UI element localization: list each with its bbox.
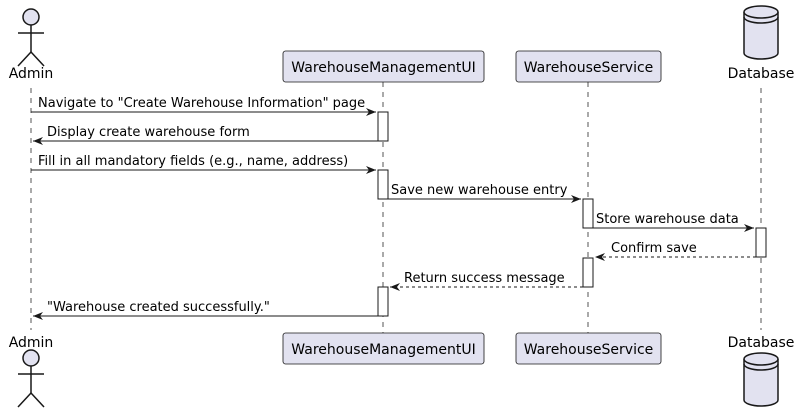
message-label: Return success message <box>404 271 565 286</box>
activations <box>377 111 767 317</box>
message-label: "Warehouse created successfully." <box>47 300 270 315</box>
message-label: Navigate to "Create Warehouse Informatio… <box>38 96 365 111</box>
activation-database-1 <box>755 227 767 258</box>
participant-label-service-top: WarehouseService <box>524 60 654 76</box>
lifelines <box>30 82 762 333</box>
participant-box-ui-bottom <box>282 332 485 365</box>
participant-label-admin-top: Admin <box>9 66 54 82</box>
message-label: Save new warehouse entry <box>391 183 568 198</box>
participant-box-service-bottom <box>515 332 662 365</box>
participant-box-ui-top <box>282 50 485 83</box>
activation-ui-2 <box>377 169 389 200</box>
participant-label-database-bottom: Database <box>728 335 795 351</box>
participant-label-service-bottom: WarehouseService <box>524 342 654 358</box>
message-label: Store warehouse data <box>596 212 739 227</box>
participant-label-database-top: Database <box>728 66 795 82</box>
participant-label-ui-top: WarehouseManagementUI <box>291 60 475 76</box>
participants-top: Admin WarehouseManagementUI WarehouseSer… <box>9 5 795 83</box>
participant-label-admin-bottom: Admin <box>9 335 54 351</box>
participant-label-ui-bottom: WarehouseManagementUI <box>291 342 475 358</box>
activation-ui-3 <box>377 286 389 317</box>
participants-bottom: Admin WarehouseManagementUI WarehouseSer… <box>9 332 795 408</box>
actor-icon <box>17 8 45 67</box>
activation-service-1 <box>582 198 594 229</box>
message-label: Confirm save <box>611 241 697 256</box>
activation-ui-1 <box>377 111 389 142</box>
message-label: Display create warehouse form <box>47 125 250 140</box>
message-label: Fill in all mandatory fields (e.g., name… <box>38 154 348 169</box>
messages: Navigate to "Create Warehouse Informatio… <box>31 96 756 320</box>
participant-box-service-top <box>515 50 662 83</box>
actor-icon <box>17 349 45 408</box>
database-icon <box>743 5 779 60</box>
database-icon <box>743 352 779 407</box>
activation-service-2 <box>582 257 594 288</box>
